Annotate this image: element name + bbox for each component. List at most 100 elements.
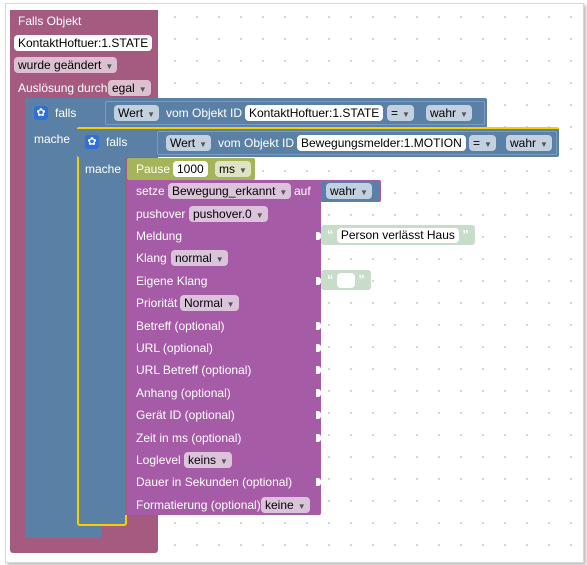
message-text-block[interactable]: “ Person verlässt Haus ” <box>321 225 475 245</box>
pushover-label: pushover <box>136 207 186 221</box>
chevron-down-icon: ▼ <box>215 255 224 264</box>
chevron-down-icon: ▼ <box>297 502 306 511</box>
chevron-down-icon: ▼ <box>138 85 147 94</box>
trigger-by-label: Auslösung durch <box>18 81 108 95</box>
message-text-field[interactable]: Person verlässt Haus <box>336 228 459 244</box>
pause-unit-dropdown[interactable]: ms ▼ <box>215 161 251 177</box>
if-outer-condition[interactable]: Wert▼ vom Objekt ID KontaktHoftuer:1.STA… <box>105 101 485 125</box>
if-outer-object-id-field[interactable]: KontaktHoftuer:1.STATE <box>245 105 384 121</box>
pushover-instance-dropdown[interactable]: pushover.0▼ <box>189 206 268 222</box>
if-inner-operator-dropdown[interactable]: =▼ <box>469 135 496 151</box>
close-quote-icon: ” <box>358 272 365 287</box>
pushover-block[interactable]: pushover pushover.0▼ Meldung Klang norma… <box>127 202 321 515</box>
if-inner-attr-label: Wert <box>170 136 196 150</box>
if-inner-attr-dropdown[interactable]: Wert▼ <box>166 135 212 151</box>
if-outer-value-dropdown[interactable]: wahr▼ <box>426 105 472 121</box>
if-outer-operator: = <box>391 106 399 120</box>
message-input-socket <box>316 232 321 240</box>
gear-icon[interactable]: ✿ <box>34 106 48 120</box>
loglevel-value: keins <box>188 453 217 467</box>
pause-unit: ms <box>219 162 235 176</box>
sound-value: normal <box>175 251 212 265</box>
sound-dropdown[interactable]: normal▼ <box>171 250 228 266</box>
open-quote-icon: “ <box>327 272 334 287</box>
if-outer-do-label: mache <box>34 132 71 146</box>
if-inner-value: wahr <box>510 136 537 150</box>
trigger-change-label: wurde geändert <box>18 58 102 72</box>
if-inner-condition[interactable]: Wert▼ vom Objekt ID Bewegungsmelder:1.MO… <box>157 131 557 155</box>
chevron-down-icon: ▼ <box>220 457 228 466</box>
ttl-label: Dauer in Sekunden (optional) <box>136 475 293 489</box>
open-quote-icon: “ <box>327 227 334 242</box>
attachment-input-socket <box>316 389 321 397</box>
custom-sound-text-field[interactable] <box>336 273 355 289</box>
trigger-by-dropdown[interactable]: egal▼ <box>108 80 151 96</box>
if-outer-header[interactable]: ✿ falls Wert▼ vom Objekt ID KontaktHoftu… <box>25 98 487 128</box>
if-inner-operator: = <box>473 136 481 150</box>
ttl-input-socket <box>316 478 321 486</box>
sound-label: Klang <box>136 251 167 265</box>
chevron-down-icon: ▼ <box>484 140 492 149</box>
if-outer-value: wahr <box>430 106 457 120</box>
chevron-down-icon: ▼ <box>255 211 264 220</box>
set-value: wahr <box>330 184 357 198</box>
chevron-down-icon: ▼ <box>105 62 114 71</box>
close-quote-icon: ” <box>462 227 469 242</box>
set-label: setze <box>136 184 165 198</box>
pause-label: Pause <box>136 162 171 176</box>
device-input-socket <box>316 411 321 419</box>
chevron-down-icon: ▼ <box>460 110 468 119</box>
if-inner-do-label: mache <box>85 162 122 176</box>
chevron-down-icon: ▼ <box>402 110 410 119</box>
format-dropdown[interactable]: keine▼ <box>261 497 310 513</box>
url-label: URL (optional) <box>136 341 213 355</box>
chevron-down-icon: ▼ <box>540 140 548 149</box>
chevron-down-icon: ▼ <box>279 188 288 197</box>
format-label: Formatierung (optional) <box>136 498 261 512</box>
priority-label: Priorität <box>136 296 178 310</box>
set-value-dropdown[interactable]: wahr▼ <box>326 183 372 199</box>
chevron-down-icon: ▼ <box>199 140 208 149</box>
time-label: Zeit in ms (optional) <box>136 431 242 445</box>
priority-value: Normal <box>184 296 223 310</box>
if-inner-header[interactable]: ✿ falls Wert▼ vom Objekt ID Bewegungsmel… <box>77 127 559 157</box>
chevron-down-icon: ▼ <box>360 188 368 197</box>
pause-block[interactable]: Pause 1000 ms ▼ <box>127 158 255 180</box>
time-input-socket <box>316 434 321 442</box>
set-variable-dropdown[interactable]: Bewegung_erkannt▼ <box>168 183 292 199</box>
chevron-down-icon: ▼ <box>239 166 247 175</box>
set-variable-block[interactable]: setze Bewegung_erkannt▼ auf wahr▼ <box>127 180 381 202</box>
subject-label: Betreff (optional) <box>136 319 225 333</box>
set-on-label: auf <box>294 184 311 198</box>
if-inner-object-id-field[interactable]: Bewegungsmelder:1.MOTION <box>297 135 466 151</box>
if-outer-attr-dropdown[interactable]: Wert▼ <box>114 105 160 121</box>
custom-sound-text-block[interactable]: “ ” <box>321 270 371 290</box>
if-inner-from-label: vom Objekt ID <box>218 136 295 150</box>
if-outer-attr-label: Wert <box>118 106 144 120</box>
workspace-frame <box>5 3 584 563</box>
gear-icon[interactable]: ✿ <box>85 135 99 149</box>
if-inner-bottom <box>77 515 127 526</box>
if-outer-operator-dropdown[interactable]: =▼ <box>387 105 414 121</box>
message-label: Meldung <box>136 229 183 243</box>
trigger-object-id-field[interactable]: KontaktHoftuer:1.STATE <box>14 35 153 51</box>
trigger-by-value: egal <box>112 81 135 95</box>
url-title-input-socket <box>316 366 321 374</box>
pause-value-field[interactable]: 1000 <box>173 161 208 177</box>
if-block-inner[interactable] <box>77 127 125 526</box>
url-input-socket <box>316 344 321 352</box>
device-label: Gerät ID (optional) <box>136 408 235 422</box>
custom-sound-input-socket <box>316 277 321 285</box>
loglevel-dropdown[interactable]: keins▼ <box>184 452 232 468</box>
if-outer-from-label: vom Objekt ID <box>166 106 243 120</box>
set-value-block[interactable]: wahr▼ <box>321 181 379 201</box>
if-inner-if-label: falls <box>106 135 128 149</box>
pushover-instance: pushover.0 <box>193 207 252 221</box>
trigger-change-dropdown[interactable]: wurde geändert▼ <box>14 57 118 73</box>
chevron-down-icon: ▼ <box>226 300 235 309</box>
subject-input-socket <box>316 322 321 330</box>
if-inner-value-dropdown[interactable]: wahr▼ <box>506 135 552 151</box>
priority-dropdown[interactable]: Normal▼ <box>180 295 239 311</box>
custom-sound-label: Eigene Klang <box>136 274 208 288</box>
